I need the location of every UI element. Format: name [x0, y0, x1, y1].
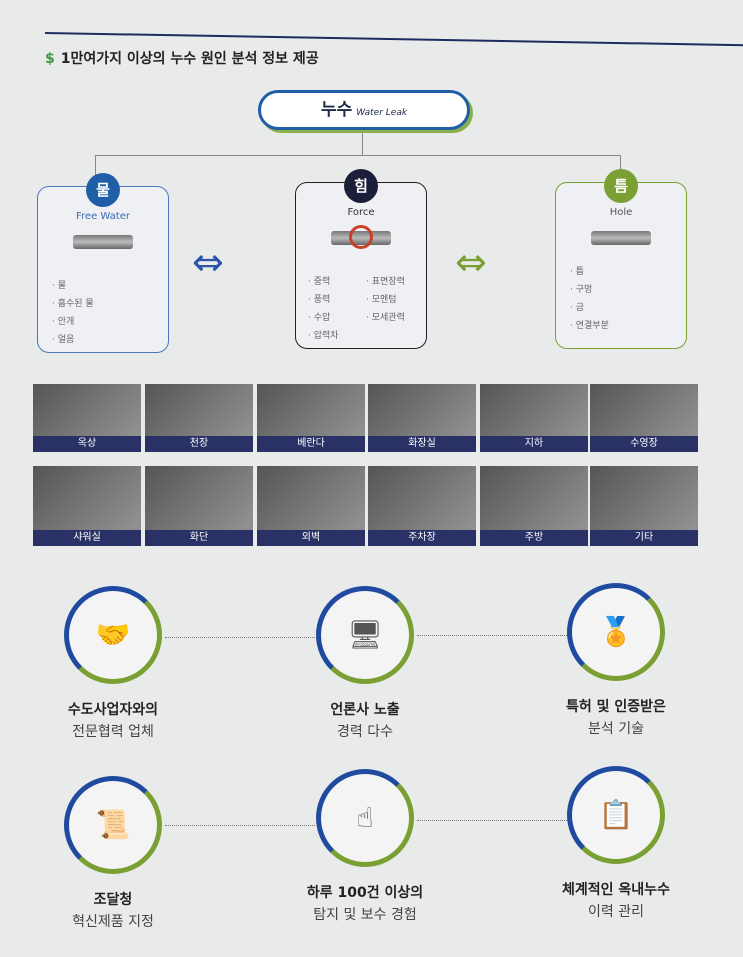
- place-tile: 베란다: [257, 384, 365, 452]
- place-label: 화단: [145, 530, 253, 546]
- card-hole: 틈 Hole · 틈· 구멍· 금· 연결부분: [555, 169, 687, 349]
- hole-pipe-icon: [591, 231, 651, 245]
- card-en: Hole: [609, 207, 633, 218]
- certificate-icon: 📜: [64, 776, 162, 874]
- card-force: 힘 Force · 중력· 풍력· 수압· 압력차 · 표면장력· 모멘텀· 모…: [295, 169, 427, 349]
- place-tile: 화단: [145, 466, 253, 546]
- section-title: $1만여가지 이상의 누수 원인 분석 정보 제공: [45, 48, 319, 68]
- badge: 물: [86, 173, 120, 207]
- place-label: 화장실: [368, 436, 476, 452]
- place-tile: 주차장: [368, 466, 476, 546]
- place-tile: 주방: [480, 466, 588, 546]
- connector: [362, 126, 363, 156]
- place-tile: 샤워실: [33, 466, 141, 546]
- place-label: 천장: [145, 436, 253, 452]
- place-label: 샤워실: [33, 530, 141, 546]
- touch-check-icon: ☝: [316, 769, 414, 867]
- place-tile: 외벽: [257, 466, 365, 546]
- leaking-pipe-icon: [73, 235, 133, 249]
- place-label: 기타: [590, 530, 698, 546]
- place-tile: 수영장: [590, 384, 698, 452]
- dotted-connector: [165, 637, 315, 638]
- place-label: 옥상: [33, 436, 141, 452]
- place-label: 주차장: [368, 530, 476, 546]
- place-label: 외벽: [257, 530, 365, 546]
- dotted-connector: [417, 635, 567, 636]
- connector: [95, 155, 621, 176]
- place-tile: 기타: [590, 466, 698, 546]
- logo-icon: $: [45, 51, 55, 67]
- place-label: 수영장: [590, 436, 698, 452]
- handshake-icon: 🤝: [64, 586, 162, 684]
- card-en: Free Water: [76, 211, 130, 222]
- checklist-icon: 📋: [567, 766, 665, 864]
- card-list: · 틈· 구멍· 금· 연결부분: [570, 267, 609, 331]
- badge: 힘: [344, 169, 378, 203]
- monitor-person-icon: 🖥: [316, 586, 414, 684]
- place-tile: 지하: [480, 384, 588, 452]
- place-label: 주방: [480, 530, 588, 546]
- place-label: 지하: [480, 436, 588, 452]
- place-tile: 옥상: [33, 384, 141, 452]
- card-list: · 중력· 풍력· 수압· 압력차: [308, 277, 339, 341]
- dotted-connector: [417, 820, 567, 821]
- card-list: · 표면장력· 모멘텀· 모세관력: [366, 277, 405, 323]
- valve-pipe-icon: [331, 225, 391, 249]
- root-en: Water Leak: [356, 108, 408, 118]
- divider: [44, 32, 743, 47]
- dotted-connector: [165, 825, 315, 826]
- double-arrow-icon: ⇔: [192, 240, 224, 284]
- badge: 틈: [604, 169, 638, 203]
- double-arrow-icon: ⇔: [455, 240, 487, 284]
- card-list: · 물· 흡수된 물· 안개· 얼음: [52, 281, 94, 345]
- place-label: 베란다: [257, 436, 365, 452]
- certified-badge-icon: 🏅: [567, 583, 665, 681]
- root-ko: 누수: [320, 100, 353, 120]
- place-tile: 천장: [145, 384, 253, 452]
- place-tile: 화장실: [368, 384, 476, 452]
- title-text: 1만여가지 이상의 누수 원인 분석 정보 제공: [60, 51, 319, 67]
- card-water: 물 Free Water · 물· 흡수된 물· 안개· 얼음: [37, 173, 169, 353]
- card-en: Force: [347, 207, 375, 218]
